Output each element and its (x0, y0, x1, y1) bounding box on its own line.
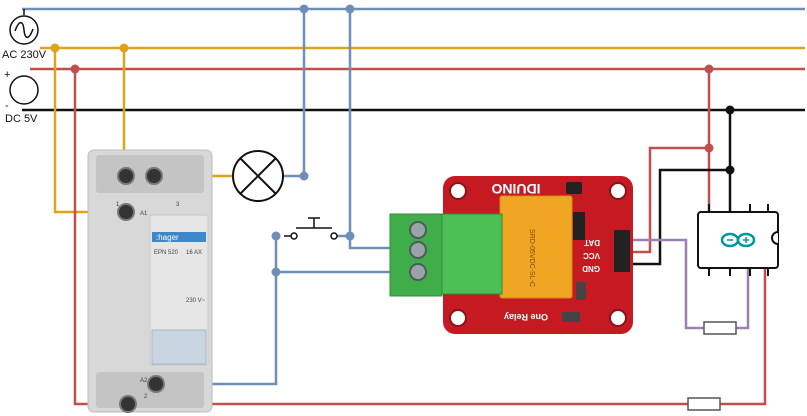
neutral-relay-wire (348, 9, 416, 250)
terminal-screw-bottom (409, 263, 427, 281)
push-button-symbol (284, 217, 338, 240)
signal-dat-wire (630, 238, 704, 330)
lamp-symbol (232, 150, 284, 202)
dc-plus-label: + (4, 69, 10, 81)
terminal-a2-screw (147, 375, 165, 393)
signal-arduino-wire (736, 268, 750, 330)
lamp-neutral-wire (284, 9, 306, 178)
term-1-label: 1 (116, 202, 120, 208)
sine-icon (14, 21, 34, 39)
terminal-3-screw (145, 167, 163, 185)
terminal-1-screw (117, 167, 135, 185)
terminal-2-screw (119, 395, 137, 413)
pin-vcc-label: VCC (583, 251, 600, 260)
terminal-a1-screw (117, 203, 135, 221)
contactor-model: EPN 520 (154, 250, 179, 256)
contactor-voltage: 230 V~ (186, 298, 206, 304)
screw-terminal-block (389, 213, 503, 297)
dc-minus-label: - (5, 100, 9, 112)
ground-relay-wire (630, 168, 730, 266)
term-3-label: 3 (176, 202, 180, 208)
ac-label: AC 230V (2, 49, 47, 61)
contactor-brand: :hager (156, 233, 179, 242)
contactor-module: :hager EPN 520 16 AX 230 V~ 1 3 A1 A2 2 (87, 149, 213, 413)
terminal-screw-mid (409, 241, 427, 259)
term-a2-label: A2 (140, 378, 148, 384)
resistor-signal (703, 321, 737, 335)
dc-source-symbol (9, 75, 39, 105)
pin-gnd-label: GND (582, 264, 600, 273)
contactor-rating: 16 AX (186, 250, 202, 256)
relay-part-text: SRD-05VDC-SL-C (528, 229, 535, 287)
term-a1-label: A1 (140, 211, 148, 217)
resistor-bottom (687, 397, 721, 411)
dc-label: DC 5V (5, 113, 38, 125)
relay-brand: IDUINO (491, 181, 540, 197)
arduino-chip (697, 204, 779, 276)
positive-resistor-wire (720, 268, 767, 406)
pin-dat-label: DAT (584, 238, 600, 247)
term-2-label: 2 (144, 394, 148, 400)
junction-dots (50, 4, 735, 277)
relay-board-label: One Relay (504, 312, 548, 322)
positive-bottom-wire (73, 69, 700, 406)
terminal-screw-top (409, 221, 427, 239)
positive-vcc-wire (630, 146, 709, 254)
arduino-logo-icon (720, 232, 756, 248)
